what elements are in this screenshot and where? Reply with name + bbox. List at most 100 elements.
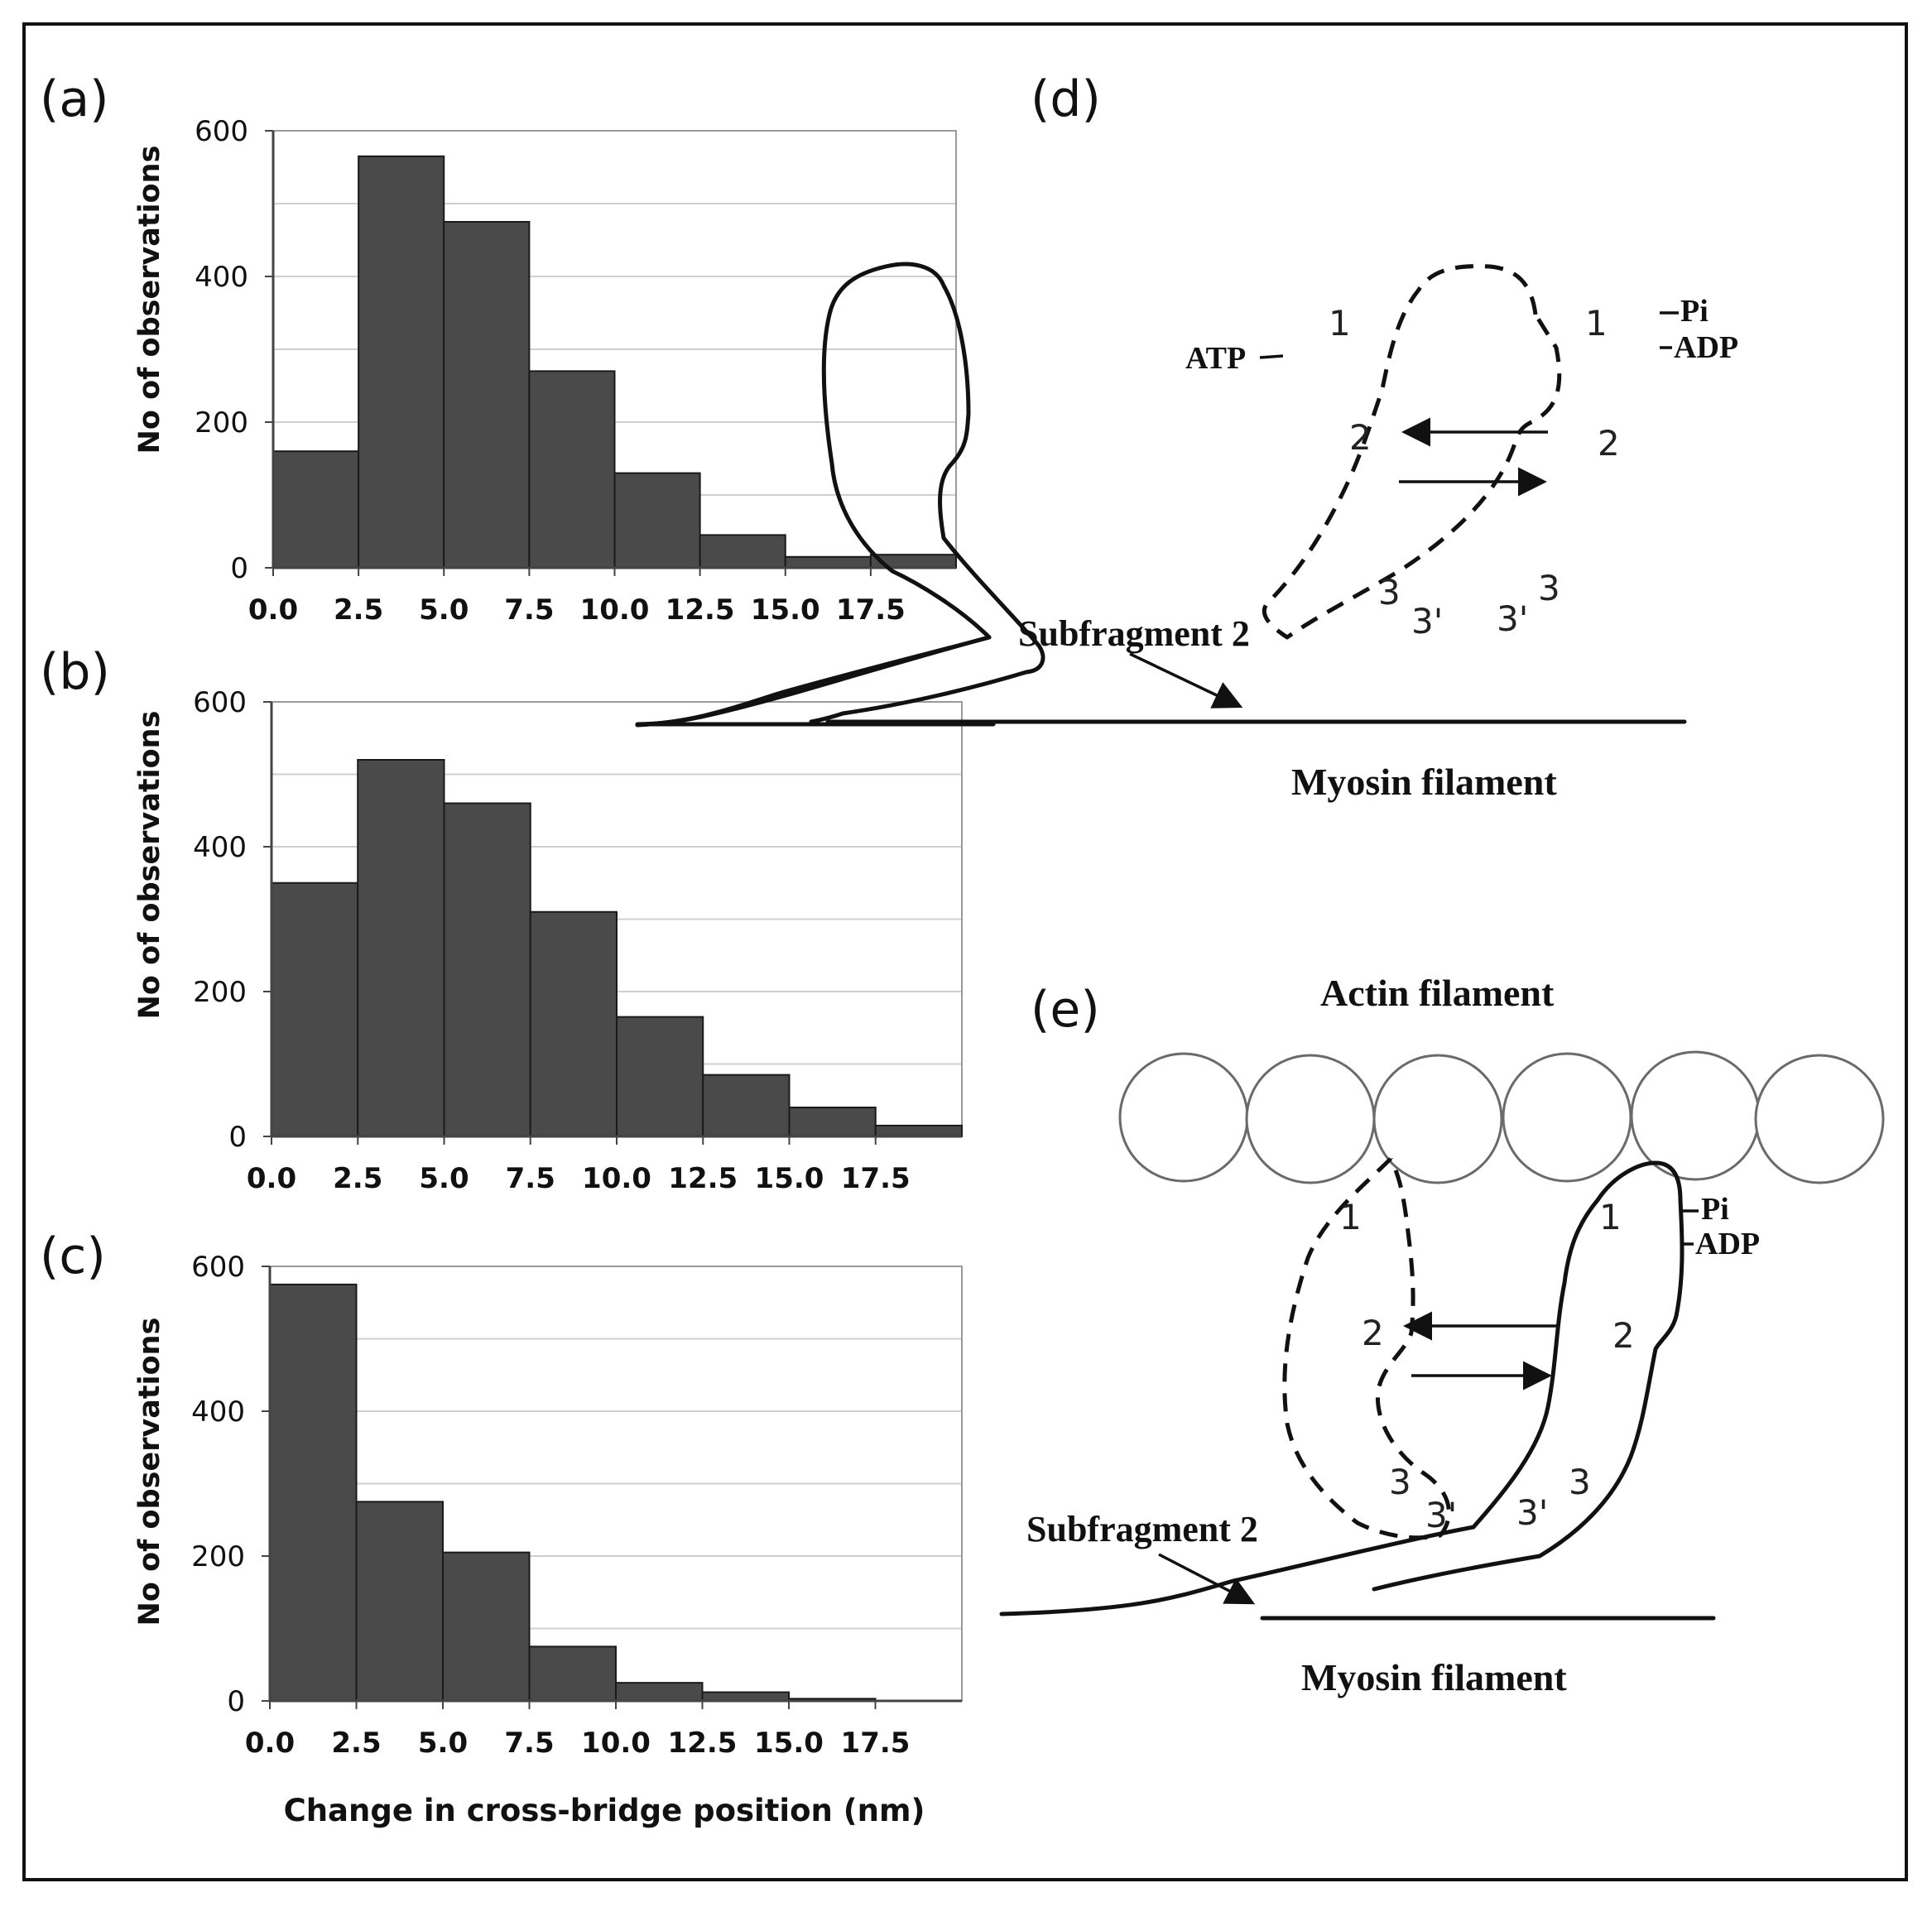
dashed-site-3-prime-d: 3'	[1497, 598, 1528, 639]
dashed-site-3-e: 3	[1389, 1462, 1411, 1502]
x-axis-label-c: Change in cross-bridge position (nm)	[284, 1793, 925, 1828]
histogram-bar	[615, 1682, 704, 1702]
myosin-filament-label-e: Myosin filament	[1301, 1656, 1567, 1698]
histogram-bar	[874, 1124, 963, 1137]
x-tick-label: 2.5	[333, 1162, 382, 1195]
histogram-bar	[443, 221, 531, 569]
actin-monomer	[1754, 1054, 1885, 1184]
dashed-site-3-d: 3	[1538, 568, 1560, 608]
actin-filament-label-e: Actin filament	[1320, 972, 1555, 1014]
histogram-bar	[442, 1551, 531, 1702]
atp-tick-d	[1259, 354, 1284, 359]
x-tick-label: 17.5	[836, 593, 906, 627]
site-3-e: 3	[1569, 1462, 1591, 1502]
actin-monomer	[1502, 1052, 1632, 1183]
y-tick-label: 0	[228, 1121, 247, 1154]
x-tick-label: 5.0	[418, 1727, 468, 1760]
y-tick-label: 600	[191, 1251, 245, 1284]
x-tick-label: 17.5	[841, 1162, 911, 1195]
dashed-site-3-prime-e: 3'	[1425, 1495, 1457, 1535]
x-tick-label: 17.5	[841, 1727, 911, 1760]
myosin-filament-label-d: Myosin filament	[1291, 761, 1557, 803]
x-tick-label: 7.5	[504, 1727, 554, 1760]
y-axis-label-b: No of observations	[133, 711, 166, 1020]
site-3-prime-e: 3'	[1516, 1492, 1548, 1533]
dashed-site-1-d: 1	[1585, 303, 1608, 343]
pi-label-d: Pi	[1680, 294, 1709, 329]
site-1-e: 1	[1599, 1197, 1622, 1237]
histogram-bar	[355, 1501, 444, 1702]
histogram-bar	[699, 534, 786, 569]
x-tick-label: 5.0	[419, 1162, 469, 1195]
y-tick-label: 200	[191, 1540, 245, 1573]
x-tick-label: 10.0	[581, 1727, 651, 1760]
x-tick-label: 0.0	[245, 1727, 295, 1760]
diagram-d-detached-cross-bridge: (d) ATP Pi ADP 1 2 3 3' 1 2 3 3' Subfrag…	[635, 70, 1738, 803]
diagram-e-attached-cross-bridge: (e) Actin filament Pi ADP 1 2 3 3' 1 2 3…	[999, 972, 1885, 1698]
myosin-head-dashed	[1262, 264, 1562, 640]
subfragment-2-left-d	[635, 635, 992, 728]
y-tick-label: 0	[230, 552, 248, 585]
x-tick-label: 7.5	[504, 593, 554, 627]
adp-label-e: ADP	[1695, 1227, 1760, 1261]
histogram-bar	[358, 155, 445, 569]
histogram-bar	[357, 759, 445, 1137]
histogram-bar	[529, 910, 618, 1137]
x-tick-label: 12.5	[668, 1727, 738, 1760]
panel-label-b: (b)	[40, 643, 110, 701]
dashed-site-2-d: 2	[1598, 423, 1620, 464]
y-tick-label: 600	[195, 115, 248, 148]
y-axis-label-a: No of observations	[133, 146, 166, 454]
subfragment-arrow-d	[1129, 652, 1243, 709]
x-tick-label: 12.5	[668, 1162, 738, 1195]
x-tick-label: 7.5	[506, 1162, 555, 1195]
site-3-d: 3	[1378, 572, 1401, 612]
histogram-bar	[528, 1645, 617, 1702]
actin-beads	[1118, 1050, 1885, 1184]
panel-label-e: (e)	[1031, 981, 1100, 1039]
subfragment-arrow-e	[1158, 1553, 1256, 1605]
panel-label-a: (a)	[40, 70, 109, 128]
pi-label-e: Pi	[1701, 1192, 1729, 1227]
site-2-e: 2	[1612, 1315, 1635, 1356]
histogram-bar	[784, 555, 872, 569]
y-tick-label: 400	[195, 261, 248, 294]
site-2-d: 2	[1349, 417, 1372, 458]
subfragment-2-label-d: Subfragment 2	[1018, 613, 1250, 654]
histogram-bar	[272, 450, 360, 569]
y-tick-label: 400	[193, 831, 247, 864]
y-tick-label: 600	[193, 686, 247, 719]
y-tick-label: 400	[191, 1395, 245, 1429]
x-tick-label: 10.0	[582, 1162, 651, 1195]
x-tick-label: 12.5	[666, 593, 735, 627]
panel-label-c: (c)	[40, 1227, 106, 1285]
dashed-site-2-e: 2	[1362, 1313, 1384, 1353]
histogram-bar	[701, 1691, 790, 1702]
actin-monomer	[1118, 1052, 1249, 1183]
x-tick-label: 5.0	[419, 593, 469, 627]
actin-monomer	[1630, 1050, 1761, 1181]
y-tick-label: 200	[193, 976, 247, 1009]
actin-monomer	[1372, 1054, 1503, 1184]
site-1-d: 1	[1329, 303, 1351, 343]
myosin-head-dashed-e	[1282, 1157, 1451, 1540]
myosin-head-solid-e	[1372, 1160, 1684, 1592]
actin-monomer	[1245, 1054, 1376, 1184]
histogram-bar	[613, 472, 701, 569]
atp-label-d: ATP	[1185, 341, 1246, 376]
x-tick-label: 10.0	[580, 593, 650, 627]
adp-label-d: ADP	[1674, 330, 1738, 365]
x-tick-label: 15.0	[755, 1162, 824, 1195]
panel-label-d: (d)	[1031, 70, 1101, 128]
myosin-head-solid	[809, 262, 1045, 724]
histogram-bar	[528, 370, 616, 569]
subfragment-2-label-e: Subfragment 2	[1026, 1509, 1258, 1549]
y-tick-label: 0	[227, 1685, 245, 1718]
histogram-bar	[443, 802, 531, 1137]
histogram-bar	[269, 1283, 358, 1702]
x-tick-label: 15.0	[754, 1727, 824, 1760]
site-3-prime-d: 3'	[1411, 601, 1443, 641]
